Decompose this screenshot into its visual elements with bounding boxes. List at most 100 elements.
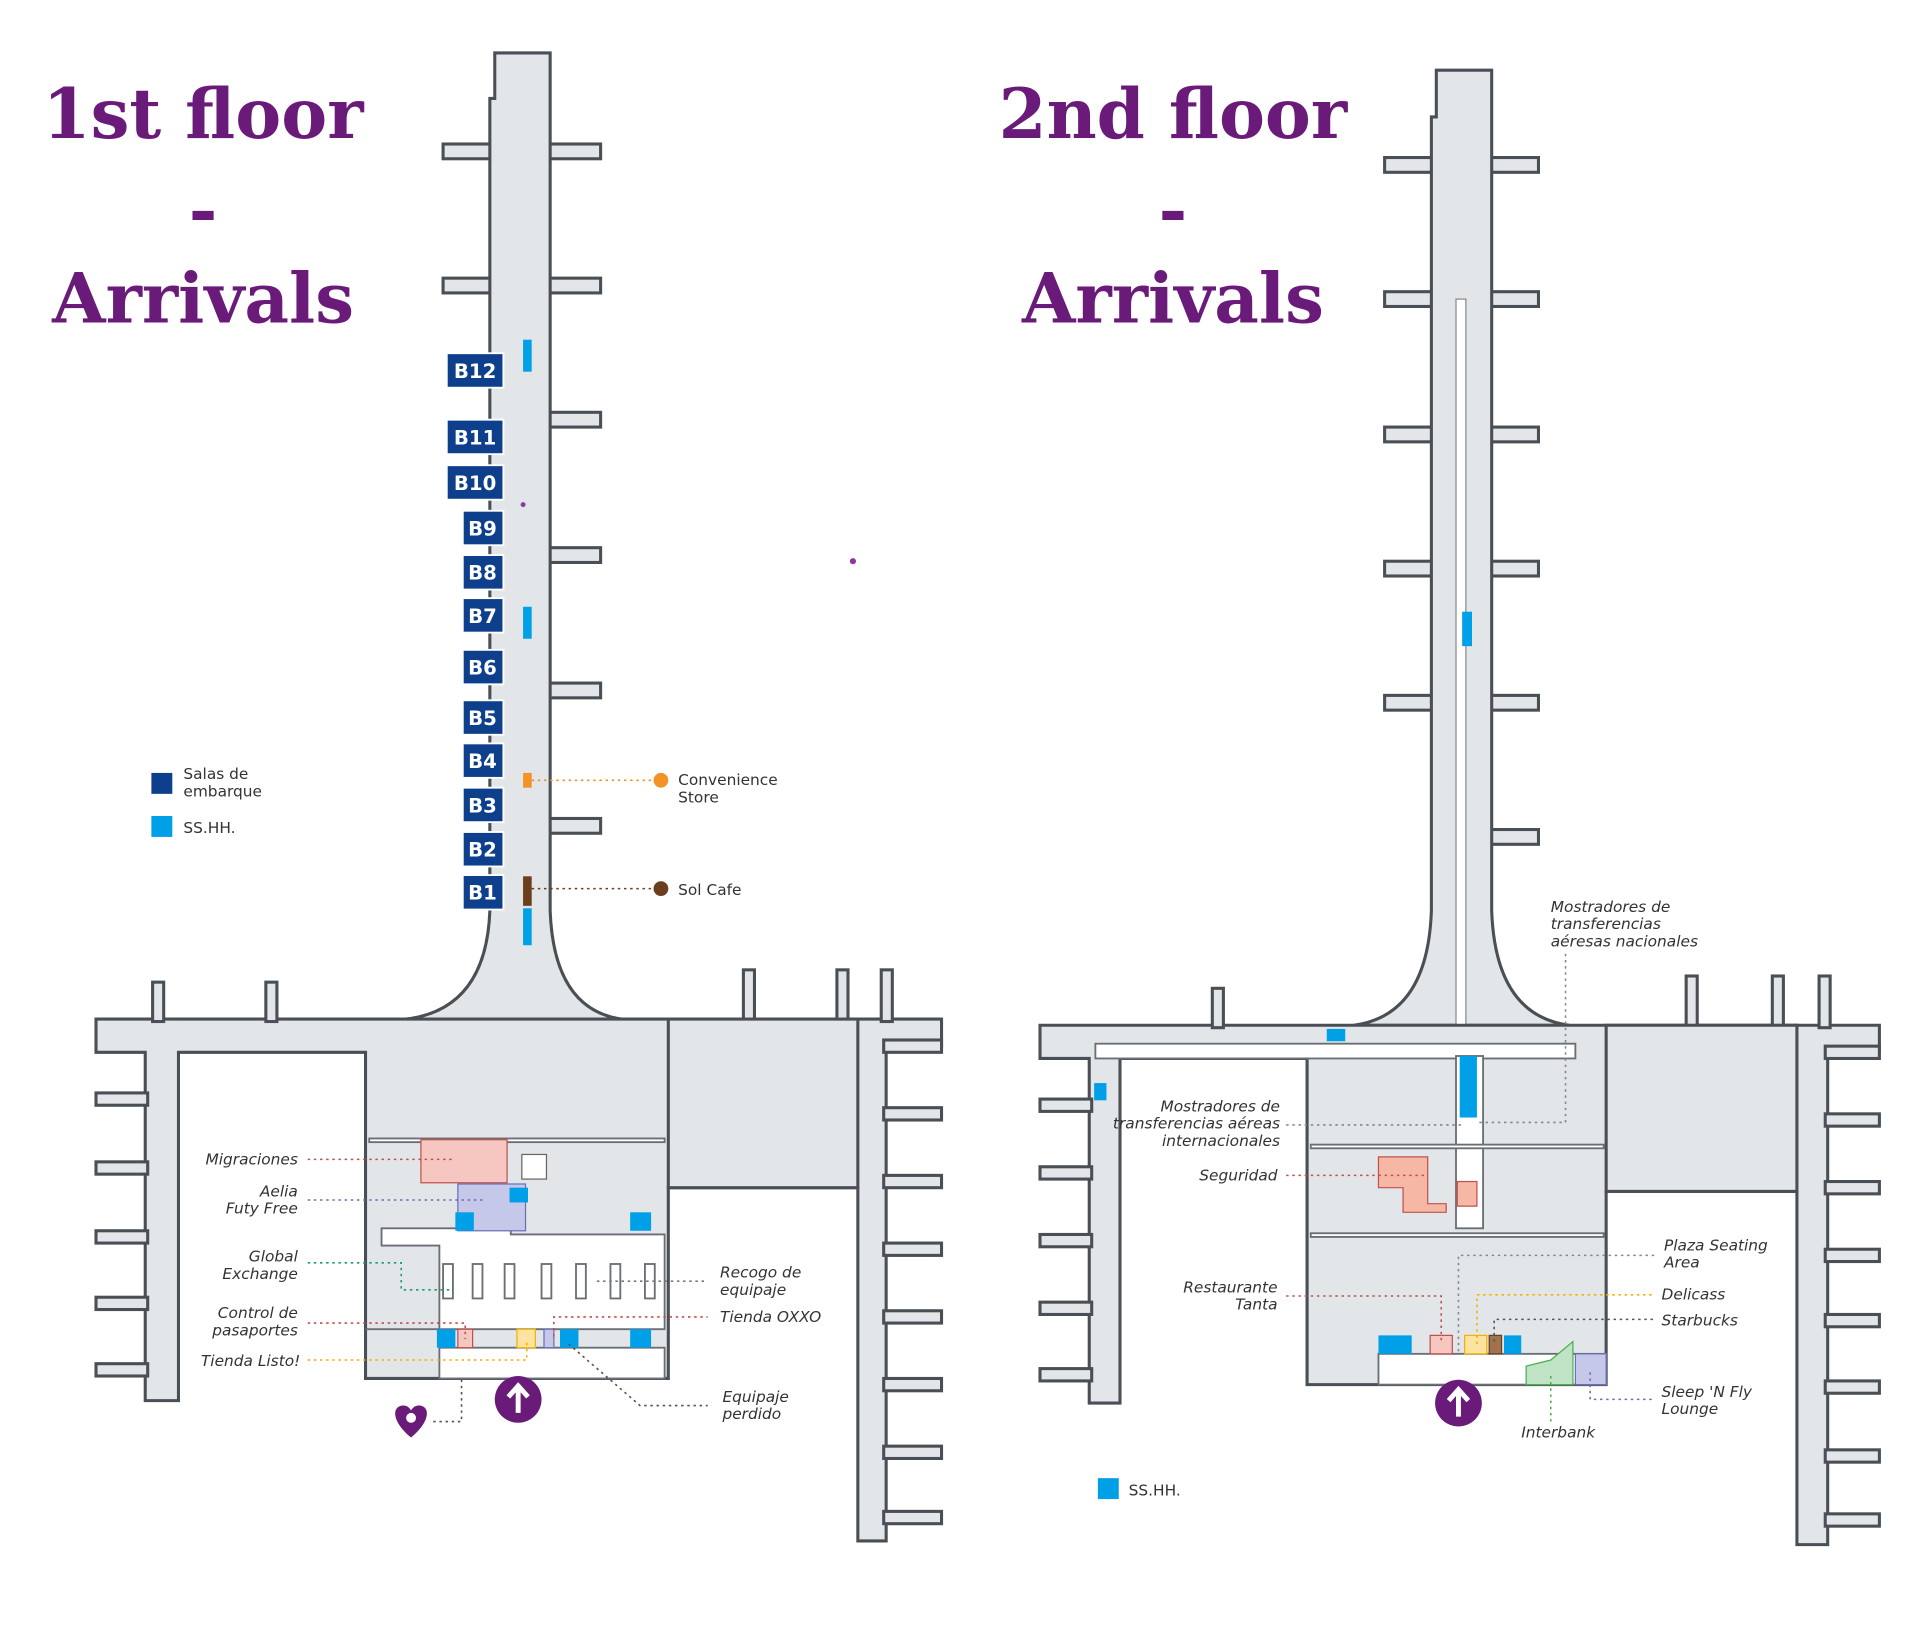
legend-floor2: SS.HH. (1097, 1478, 1181, 1500)
interbank-area (1525, 1340, 1574, 1386)
pier-corridor (1455, 298, 1467, 1039)
restroom-legend-swatch (151, 816, 173, 837)
gate-b7[interactable]: B7 (461, 597, 505, 634)
gate-b2[interactable]: B2 (461, 831, 505, 868)
floor2-title: 2nd floor - Arrivals (999, 74, 1349, 340)
svg-text:embarque: embarque (183, 782, 262, 800)
gate-b1[interactable]: B1 (461, 874, 505, 911)
floor1-plan: B12 B11 B10 B9 B8 B7 B6 B5 B4 B3 B2 B1 S… (94, 51, 944, 1543)
svg-text:Arrivals: Arrivals (1021, 258, 1324, 339)
callout-tienda-listo[interactable]: Tienda Listo! (201, 1339, 528, 1370)
callout-seguridad[interactable]: Seguridad (1199, 1166, 1426, 1184)
convenience-store-icon (653, 772, 669, 788)
restroom-legend-swatch-2 (1097, 1478, 1119, 1500)
gate-b4[interactable]: B4 (461, 742, 505, 779)
gate-b12[interactable]: B12 (445, 352, 505, 389)
gate-b5[interactable]: B5 (461, 699, 505, 736)
pier (405, 51, 622, 1021)
callout-tienda-oxxo[interactable]: Tienda OXXO (553, 1308, 821, 1337)
svg-text:Tanta: Tanta (1235, 1296, 1277, 1314)
svg-text:Delicass: Delicass (1662, 1286, 1726, 1304)
svg-text:Plaza Seating: Plaza Seating (1664, 1236, 1768, 1254)
svg-text:Restaurante: Restaurante (1183, 1278, 1277, 1296)
svg-text:Mostradores de: Mostradores de (1551, 898, 1671, 916)
floor2-plan: SS.HH. Mostradores detransferenciasaéres… (1038, 68, 1881, 1547)
listo-area (516, 1328, 536, 1349)
convenience-store-area (523, 772, 532, 788)
terminal-fingers-2 (1038, 974, 1881, 1528)
seguridad-area-2 (1456, 1180, 1478, 1207)
sol-cafe-area (523, 876, 532, 906)
svg-text:B11: B11 (454, 426, 496, 449)
map-dot (849, 558, 856, 565)
callout-interbank[interactable]: Interbank (1521, 1376, 1596, 1442)
svg-text:Area: Area (1663, 1254, 1700, 1272)
svg-text:Exchange: Exchange (222, 1265, 297, 1283)
svg-text:transferencias: transferencias (1551, 915, 1661, 933)
svg-text:SS.HH.: SS.HH. (183, 819, 235, 837)
svg-text:B2: B2 (468, 839, 497, 862)
svg-text:Migraciones: Migraciones (205, 1150, 297, 1168)
exit-arrow-icon-2[interactable] (1435, 1379, 1482, 1427)
svg-text:Mostradores de: Mostradores de (1160, 1097, 1280, 1115)
svg-text:B10: B10 (454, 472, 496, 495)
svg-text:Equipaje: Equipaje (722, 1388, 788, 1406)
callout-starbucks[interactable]: Starbucks (1493, 1312, 1738, 1342)
floor1-title: 1st floor - Arrivals (43, 74, 366, 340)
corridor (1094, 1042, 1577, 1060)
gate-b8[interactable]: B8 (461, 554, 505, 591)
oxxo-area (543, 1328, 555, 1349)
svg-text:transferencias aéreas: transferencias aéreas (1113, 1115, 1280, 1133)
svg-text:SS.HH.: SS.HH. (1129, 1481, 1181, 1499)
divider (1309, 1143, 1605, 1150)
callout-sol-cafe[interactable]: Sol Cafe (531, 881, 742, 899)
svg-text:-: - (189, 170, 218, 251)
starbucks-area (1488, 1334, 1503, 1355)
gate-b10[interactable]: B10 (445, 464, 505, 501)
exit-arrow-icon[interactable] (494, 1376, 542, 1423)
gate-b3[interactable]: B3 (461, 786, 505, 824)
svg-text:B9: B9 (468, 517, 497, 540)
terminal-fingers (94, 968, 944, 1526)
divider (368, 1137, 666, 1144)
svg-text:-: - (1159, 170, 1188, 251)
migraciones-area (420, 1139, 508, 1184)
svg-text:internacionales: internacionales (1162, 1132, 1280, 1150)
stairs (521, 1153, 548, 1180)
legend-floor1: Salas de embarque SS.HH. (151, 765, 262, 837)
gate-b6[interactable]: B6 (461, 648, 505, 686)
boarding-legend-swatch (151, 772, 173, 794)
svg-text:Lounge: Lounge (1662, 1400, 1719, 1418)
svg-text:pasaportes: pasaportes (211, 1321, 298, 1339)
svg-text:Starbucks: Starbucks (1662, 1312, 1738, 1330)
svg-text:aéresas nacionales: aéresas nacionales (1551, 932, 1698, 950)
svg-text:2nd floor: 2nd floor (999, 74, 1349, 155)
baggage-carousels (442, 1263, 656, 1300)
callout-delicass[interactable]: Delicass (1476, 1286, 1726, 1344)
gate-b9[interactable]: B9 (461, 509, 505, 547)
svg-text:B5: B5 (468, 707, 497, 730)
svg-text:B8: B8 (468, 562, 497, 585)
svg-text:B1: B1 (468, 882, 497, 905)
svg-text:B6: B6 (468, 656, 497, 679)
svg-text:B4: B4 (468, 750, 497, 773)
svg-text:B7: B7 (468, 605, 497, 628)
svg-text:1st floor: 1st floor (43, 74, 366, 155)
svg-text:Tienda Listo!: Tienda Listo! (201, 1352, 300, 1370)
map-dot (520, 502, 526, 508)
svg-text:Convenience: Convenience (678, 771, 778, 789)
svg-text:Store: Store (678, 788, 719, 806)
gate-b11[interactable]: B11 (445, 418, 505, 456)
callout-migraciones[interactable]: Migraciones (205, 1150, 453, 1168)
